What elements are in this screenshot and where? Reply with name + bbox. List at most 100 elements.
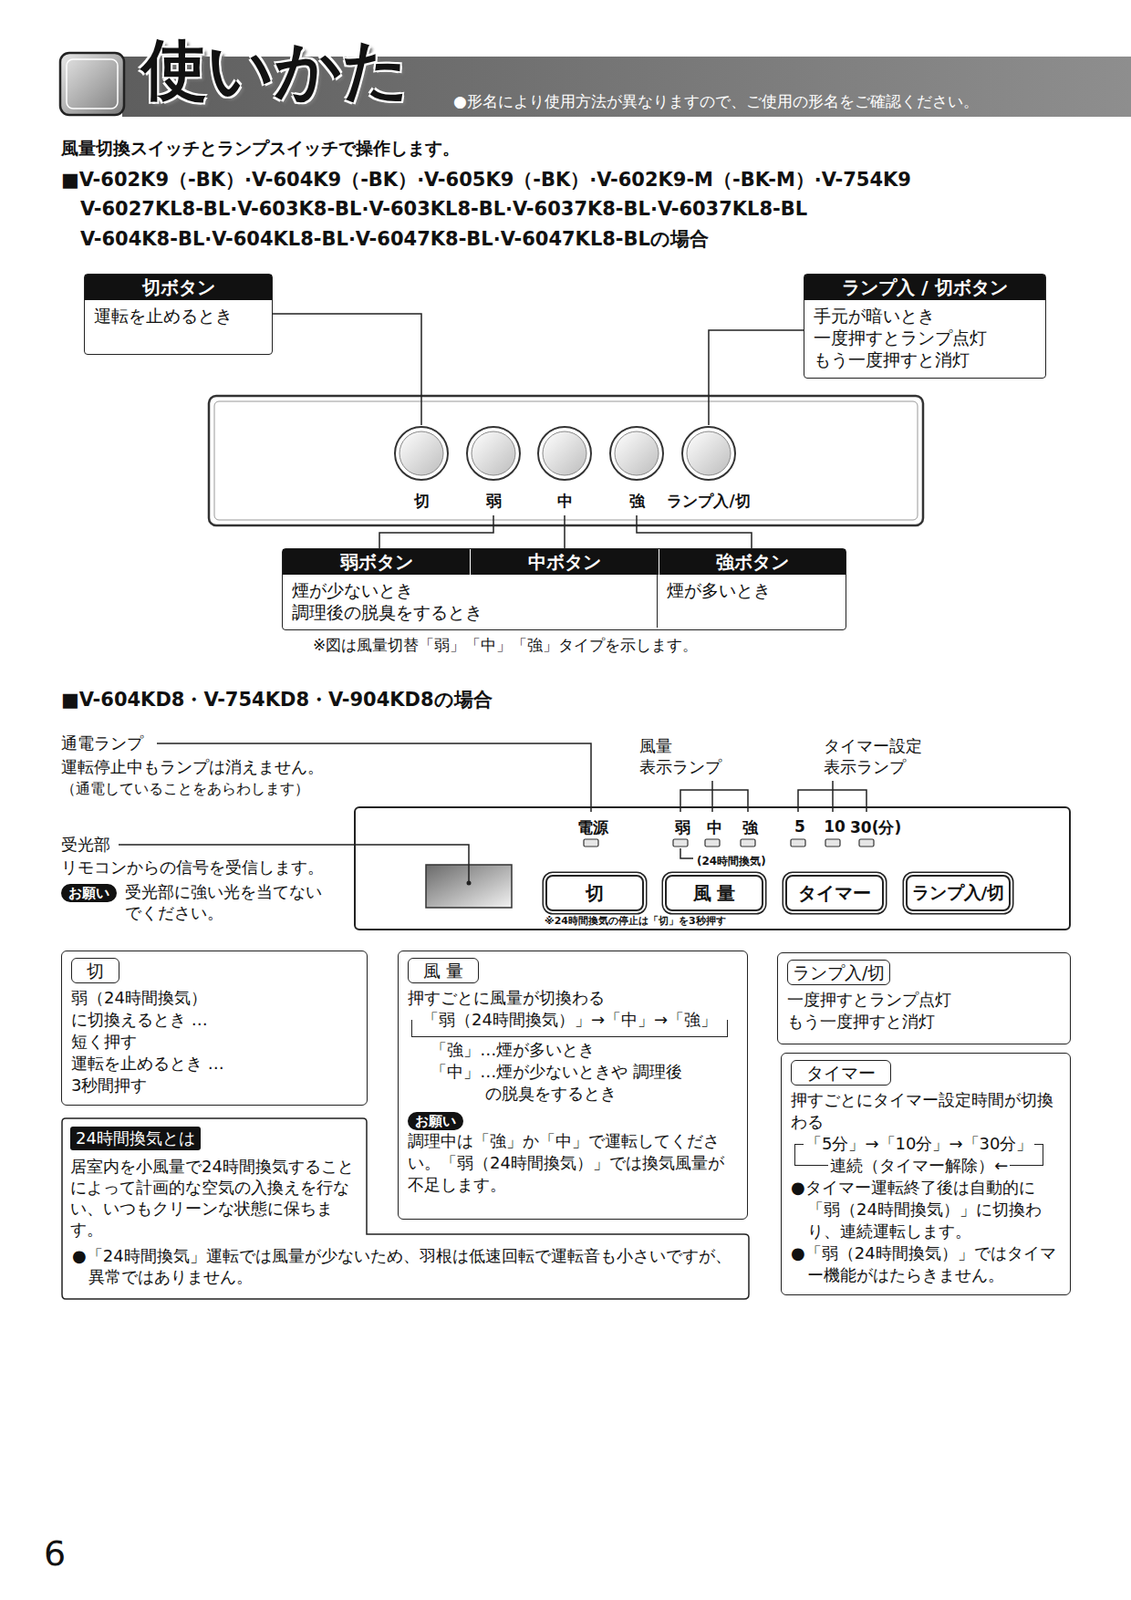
indicator-label: 電源: [570, 817, 616, 839]
cycle-group: 「弱（24時間換気）」→「中」→「強」: [407, 1008, 732, 1039]
leader-line: [680, 848, 694, 859]
push-button: [682, 426, 736, 480]
title-icon: [60, 52, 125, 115]
control-panel: 電源弱中強51030(分)(24時間換気)※24時間換気の停止は「切」を3秒押す…: [353, 806, 1071, 931]
text-label: 風量 表示ランプ: [639, 735, 732, 778]
indicator-label: 弱: [659, 817, 706, 839]
leader-line: [711, 780, 714, 790]
box-outline-path: [62, 1118, 749, 1299]
box-text: ●「24時間換気」運転では風量が少ないため、羽根は低速回転で運転音も小さいですが…: [72, 1245, 737, 1287]
indicator-lamp: [825, 839, 841, 847]
button-callout-box: 弱ボタン中ボタン強ボタン煙が少ないとき 調理後の脱臭をするとき 煙が多いとき: [281, 548, 847, 631]
push-button: [394, 426, 448, 480]
text-label: 6: [43, 1532, 66, 1577]
text-label: 受光部に強い光を当てないでください。: [124, 881, 335, 924]
text-label: ■V-602K9（-BK）·V-604K9（-BK）·V-605K9（-BK）·…: [61, 167, 912, 192]
button-text: 切: [547, 876, 643, 910]
box-text: 押すごとにタイマー設定時間が切換わる: [790, 1089, 1061, 1133]
cycle-text: 「5分」→「10分」→「30分」: [803, 1132, 1035, 1155]
control-button: ランプ入/切: [905, 874, 1011, 912]
indicator-label: ※24時間換気の停止は「切」を3秒押す: [544, 913, 727, 928]
cycle-text: 「弱（24時間換気）」→「中」→「強」: [420, 1008, 719, 1031]
box-heading: ランプ入/切: [787, 959, 891, 986]
cycle-text: 連続（タイマー解除）←: [828, 1154, 1010, 1177]
callout-box: ランプ入 / 切ボタン手元が暗いとき 一度押すとランプ点灯 もう一度押すと消灯: [803, 273, 1047, 379]
title-icon-inner: [66, 59, 118, 109]
info-box: ランプ入/切一度押すとランプ点灯 もう一度押すと消灯: [777, 952, 1071, 1045]
callout-text: 煙が多いとき: [656, 574, 846, 628]
leader-line: [708, 330, 804, 426]
push-button-face: [471, 431, 516, 476]
control-button: 切: [545, 874, 644, 912]
callout-text: 煙が少ないとき 調理後の脱臭をするとき: [282, 574, 492, 628]
box-text: 「強」…煙が多いとき: [430, 1038, 698, 1061]
info-box: 24時間換気とは居室内を小風量で24時間換気することによって計画的な空気の入換え…: [61, 1117, 750, 1300]
page-title: 使いかた: [141, 36, 410, 103]
text-label: ●形名により使用方法が異なりますので、ご使用の形名をご確認ください。: [453, 92, 979, 112]
push-button-face: [542, 431, 587, 476]
callout-text: 運転を止めるとき: [84, 300, 272, 332]
box-text: 押すごとに風量が切換わる: [407, 986, 738, 1009]
control-button: タイマー: [785, 874, 884, 912]
indicator-lamp: [859, 839, 874, 847]
push-button-face: [686, 431, 731, 476]
push-button: [538, 426, 592, 480]
box-text: 弱（24時間換気）に切換えるとき …短く押す 運転を止めるとき …3秒間押す: [71, 986, 228, 1097]
switch-panel-inner: [214, 401, 918, 520]
heading-band: 弱ボタン中ボタン強ボタン: [282, 549, 846, 575]
leader-dot: [466, 881, 472, 886]
leader-line: [636, 515, 752, 549]
column-heading: 弱ボタン: [282, 549, 470, 575]
indicator-label: 強: [726, 817, 773, 839]
info-box: 風 量押すごとに風量が切換わる「弱（24時間換気）」→「中」→「強」「強」…煙が…: [397, 950, 748, 1220]
leader-line: [711, 789, 714, 812]
indicator-lamp: [740, 839, 756, 847]
text-label: V-604K8-BL·V-604KL8-BL·V-6047K8-BL·V-604…: [80, 227, 709, 251]
box-text: ●タイマー運転終了後は自動的に「弱（24時間換気）」に切換わり、連続運転します。: [790, 1176, 1061, 1243]
push-button: [466, 426, 520, 480]
leader-line: [379, 515, 494, 549]
text-label: 運転停止中もランプは消えません。: [61, 757, 324, 779]
leader-line: [156, 743, 592, 812]
button-text: タイマー: [787, 876, 882, 910]
leader-line: [831, 780, 834, 790]
leader-line: [831, 789, 834, 812]
indicator-lamp: [790, 839, 806, 847]
info-box: タイマー押すごとにタイマー設定時間が切換わる「5分」→「10分」→「30分」連続…: [780, 1052, 1071, 1296]
control-button: 風 量: [664, 874, 764, 912]
indicator-lamp: [705, 839, 720, 847]
button-label: 弱: [438, 491, 549, 511]
text-label: （通電していることをあらわします）: [61, 779, 310, 799]
text-label: ※図は風量切替「弱」「中」「強」タイプを示します。: [312, 635, 698, 655]
box-text: 一度押すとランプ点灯 もう一度押すと消灯: [787, 988, 968, 1033]
info-box: 切弱（24時間換気）に切換えるとき …短く押す 運転を止めるとき …3秒間押す: [61, 950, 368, 1106]
indicator-lamp: [583, 839, 599, 847]
switch-panel: [208, 395, 924, 526]
text-slot: ●「24時間換気」運転では風量が少ないため、羽根は低速回転で運転音も小さいですが…: [72, 1245, 737, 1287]
column-heading: 中ボタン: [469, 549, 659, 575]
text-label: 通電ランプ: [61, 733, 144, 755]
box-text: 調理中は「強」か「中」で運転してください。「弱（24時間換気）」では換気風量が不…: [407, 1130, 738, 1196]
box-text: 居室内を小風量で24時間換気することによって計画的な空気の入換えを行ない、いつも…: [70, 1155, 361, 1240]
callout-heading: 切ボタン: [84, 274, 272, 301]
box-text: 「中」…煙が少ないときや 調理後の脱臭をするとき: [430, 1060, 698, 1105]
text-label: 受光部: [61, 834, 111, 856]
text-slot: 居室内を小風量で24時間換気することによって計画的な空気の入換えを行ない、いつも…: [70, 1155, 361, 1240]
box-text: ●「弱（24時間換気）」ではタイマー機能がはたらきません。: [790, 1242, 1061, 1287]
button-label: 中: [509, 491, 620, 511]
leader-line: [798, 789, 867, 812]
indicator-label: (24時間換気): [696, 853, 767, 870]
indicator-lamp: [673, 839, 688, 847]
box-heading: タイマー: [790, 1059, 892, 1086]
text-label: ■V-604KD8・V-754KD8・V-904KD8の場合: [61, 687, 493, 712]
push-button: [610, 426, 664, 480]
leader-line: [272, 313, 422, 426]
box-heading: 切: [71, 957, 120, 984]
notice-badge: お願い: [61, 883, 117, 903]
button-label: 切: [366, 491, 477, 511]
push-button-face: [399, 431, 444, 476]
notice-badge: お願い: [407, 1111, 464, 1131]
button-label: ランプ入/切: [653, 491, 764, 511]
box-heading: 風 量: [407, 957, 479, 984]
